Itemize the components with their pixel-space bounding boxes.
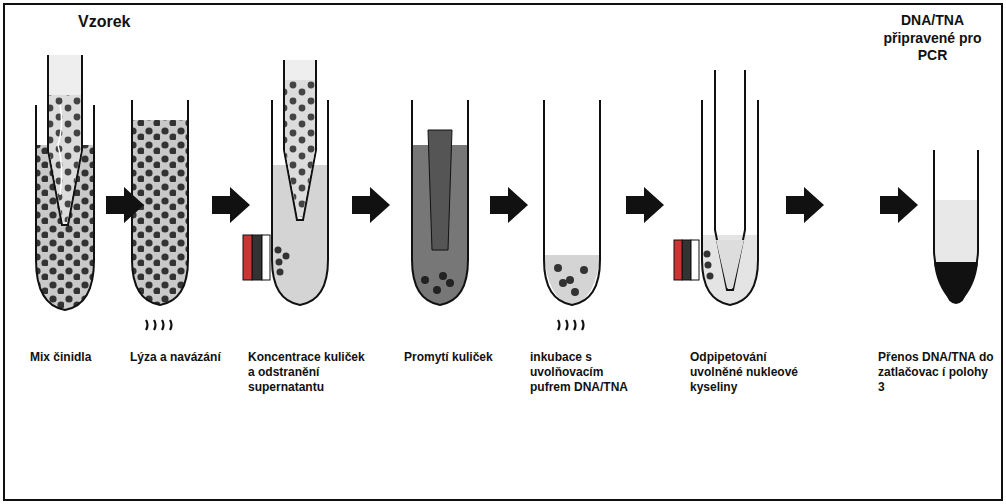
step-label: inkubace s uvolňovacím pufrem DNA/TNA [530,350,645,395]
step-label: Mix činidla [30,350,120,365]
step-label: Promytí kuliček [404,350,499,365]
step-label: Lýza a navázání [130,350,225,365]
result-label: DNA/TNA připravené pro PCR [870,12,995,65]
step-label: Koncentrace kuliček a odstranění superna… [248,350,368,395]
step-label: Přenos DNA/TNA do zatlačovac í polohy 3 [878,350,998,395]
sample-label: Vzorek [78,12,198,32]
step-label: Odpipetování uvolněné nukleové kyseliny [690,350,805,395]
